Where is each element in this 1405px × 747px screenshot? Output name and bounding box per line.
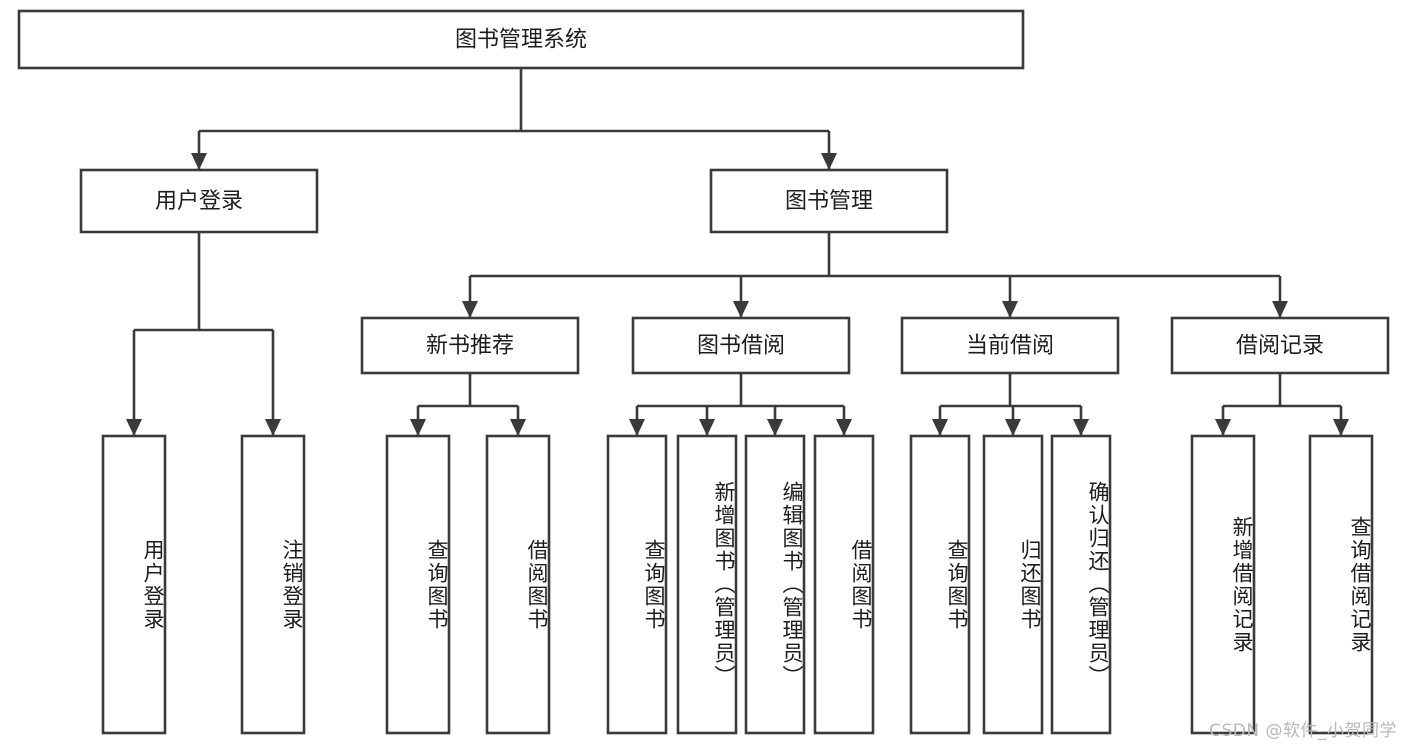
node-user-login[interactable] — [79, 168, 319, 234]
arrow-head-icon — [1005, 419, 1021, 436]
arrow-head-icon — [932, 419, 948, 436]
node-new-book-recommend[interactable] — [360, 316, 580, 375]
arrow-head-icon — [699, 419, 715, 436]
node-label: 用户登录 — [155, 189, 243, 214]
node-label: 图书管理系统 — [455, 28, 587, 53]
node-leaf-query-book-cb[interactable] — [909, 434, 971, 735]
node-label: 新书推荐 — [426, 334, 514, 359]
node-leaf-query-book-rec[interactable] — [385, 434, 451, 735]
node-book-manage[interactable] — [709, 168, 949, 234]
arrow-head-icon — [733, 301, 749, 318]
node-leaf-query-book-br[interactable] — [606, 434, 668, 735]
node-leaf-query-record[interactable] — [1308, 434, 1374, 735]
arrow-head-icon — [836, 419, 852, 436]
arrow-head-icon — [510, 419, 526, 436]
node-book-borrow[interactable] — [631, 316, 851, 375]
arrow-head-icon — [191, 153, 207, 170]
node-leaf-edit-book[interactable] — [744, 434, 806, 735]
arrow-head-icon — [1073, 419, 1089, 436]
node-leaf-add-record[interactable] — [1190, 434, 1256, 735]
arrow-head-icon — [410, 419, 426, 436]
node-leaf-borrow-book-br[interactable] — [813, 434, 875, 735]
arrow-head-icon — [126, 419, 142, 436]
node-leaf-return-book[interactable] — [982, 434, 1044, 735]
arrow-head-icon — [767, 419, 783, 436]
arrow-head-icon — [629, 419, 645, 436]
node-label: 借阅记录 — [1236, 334, 1324, 359]
node-root[interactable] — [17, 9, 1025, 70]
watermark-text: CSDN @软件_小贺同学 — [1209, 721, 1397, 741]
boxes-layer — [17, 9, 1390, 735]
connectors-layer — [126, 68, 1349, 436]
arrow-head-icon — [1002, 301, 1018, 318]
node-leaf-user-logout[interactable] — [240, 434, 306, 735]
node-borrow-record[interactable] — [1170, 316, 1390, 375]
arrow-head-icon — [462, 301, 478, 318]
node-current-borrow[interactable] — [900, 316, 1120, 375]
node-leaf-add-book[interactable] — [676, 434, 738, 735]
node-leaf-confirm-return[interactable] — [1050, 434, 1112, 735]
node-label: 当前借阅 — [966, 334, 1054, 359]
node-label: 图书借阅 — [697, 334, 785, 359]
node-leaf-borrow-book-rec[interactable] — [485, 434, 551, 735]
arrow-head-icon — [1215, 419, 1231, 436]
arrow-head-icon — [1333, 419, 1349, 436]
arrow-head-icon — [1272, 301, 1288, 318]
arrow-head-icon — [821, 153, 837, 170]
node-leaf-user-login[interactable] — [101, 434, 167, 735]
arrow-head-icon — [265, 419, 281, 436]
node-label: 图书管理 — [785, 189, 873, 214]
